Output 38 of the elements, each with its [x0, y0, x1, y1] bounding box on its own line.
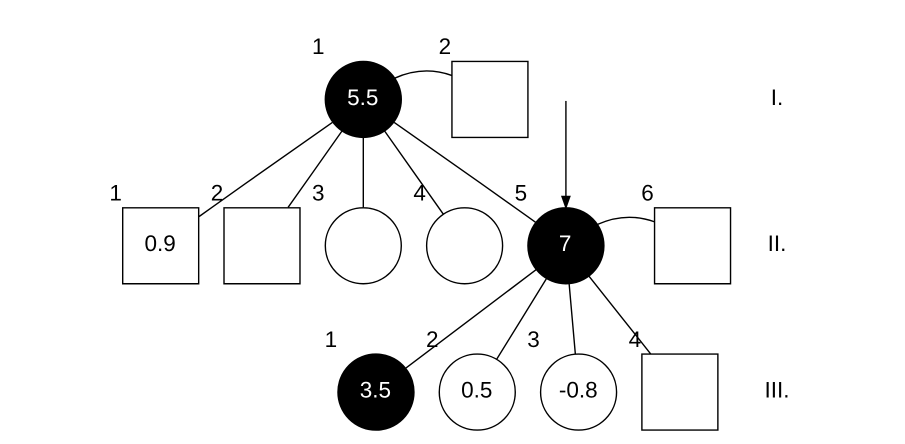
node-label: 1 [324, 326, 337, 352]
node-label: 1 [312, 34, 324, 60]
node-circle: 5.5 [324, 60, 402, 138]
node-circle: -0.8 [539, 353, 617, 431]
node-label: 2 [425, 326, 438, 352]
node-box: 0.9 [122, 207, 199, 284]
connector [287, 130, 342, 208]
connector [362, 137, 364, 208]
connector [588, 276, 651, 354]
node-label: 2 [210, 180, 223, 206]
connector [568, 284, 576, 354]
node-label: 1 [108, 180, 122, 206]
connector [394, 70, 452, 79]
node-label: 6 [640, 180, 654, 206]
node-box [222, 207, 300, 284]
connector [393, 122, 536, 223]
node-circle: 3.5 [336, 353, 414, 431]
connector [596, 216, 654, 226]
node-label: 3 [312, 180, 324, 206]
connector [405, 269, 536, 369]
connector [384, 130, 444, 214]
label: III. [764, 377, 789, 402]
node-label: 4 [412, 180, 426, 206]
arrow [560, 100, 570, 210]
connector [496, 278, 547, 360]
node-box [450, 60, 528, 138]
label: II. [767, 231, 786, 256]
node-box [653, 207, 731, 284]
label: I. [770, 84, 783, 110]
connector [198, 122, 332, 218]
node-label: 5 [514, 180, 527, 206]
node-circle: 7 [526, 207, 604, 284]
node-box [640, 353, 718, 431]
node-circle: 0.5 [438, 353, 516, 431]
node-label: 2 [438, 34, 451, 60]
node-label: 3 [526, 326, 540, 352]
node-circle [425, 207, 503, 284]
node-circle [324, 207, 402, 284]
